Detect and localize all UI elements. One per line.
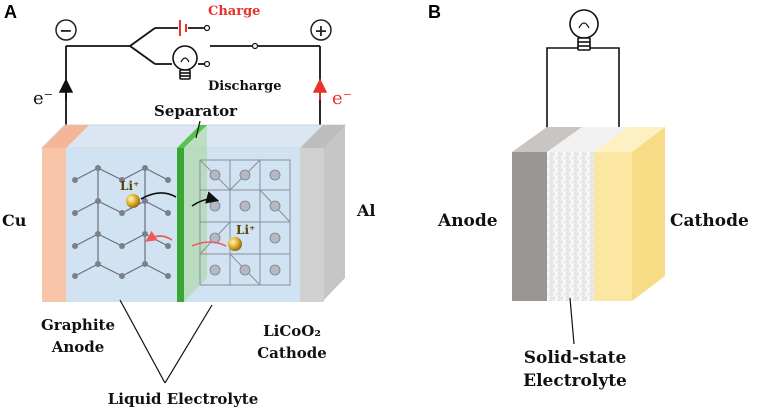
- charge-ion-arrow-continued: [145, 230, 173, 242]
- graphite-atoms: [72, 165, 171, 279]
- discharge-label: Discharge: [208, 79, 282, 94]
- cathode-label: Cathode: [670, 211, 749, 231]
- discharge-ion-arrow: [140, 192, 177, 200]
- charge-label: Charge: [208, 4, 260, 19]
- electron-label-right: e⁻: [332, 88, 352, 109]
- separator: [177, 148, 184, 302]
- cu-collector: [42, 148, 66, 302]
- solid-state-cell: [512, 127, 665, 301]
- electrolyte-leader-lines: [119, 299, 213, 384]
- al-label: Al: [356, 201, 376, 220]
- lightbulb-icon: [172, 45, 198, 80]
- switch-pivot: [251, 42, 259, 50]
- li-ion-cathode-sphere: [228, 237, 242, 251]
- anode-block: [512, 152, 547, 301]
- graphite-label-line2: Anode: [51, 338, 105, 356]
- charge-ion-arrow: [191, 241, 227, 247]
- electron-label-left: e⁻: [33, 88, 53, 109]
- solid-electrolyte-block: [547, 152, 594, 301]
- anode-label: Anode: [437, 211, 498, 231]
- panel-a-letter: A: [4, 2, 17, 22]
- solid-electrolyte-leader: [569, 297, 575, 345]
- graphite-label-line1: Graphite: [41, 316, 115, 334]
- lightbulb-icon-b: [569, 9, 599, 51]
- separator-leader: [195, 120, 201, 139]
- li-ion-cathode-label: Li⁺: [236, 223, 255, 237]
- battery-cell: [40, 124, 347, 302]
- switch-contact-charge: [203, 24, 211, 32]
- solid-electrolyte-label-line1: Solid-state: [524, 348, 627, 368]
- liquid-electrolyte-label: Liquid Electrolyte: [108, 390, 259, 408]
- solid-electrolyte-label-line2: Electrolyte: [523, 371, 627, 391]
- cu-label: Cu: [2, 211, 27, 230]
- li-ion-anode-sphere: [126, 194, 140, 208]
- battery-symbol: [179, 20, 187, 36]
- switch-contact-discharge: [203, 60, 211, 68]
- external-circuit: [65, 27, 321, 140]
- svg-text:+: +: [314, 21, 327, 40]
- cathode-block: [594, 152, 632, 301]
- panel-b-letter: B: [428, 2, 441, 22]
- al-collector: [300, 148, 324, 302]
- svg-text:−: −: [59, 21, 72, 40]
- external-circuit-b: [546, 47, 620, 137]
- discharge-ion-arrow-continued: [191, 191, 220, 207]
- li-ion-anode-label: Li⁺: [120, 179, 139, 193]
- separator-label: Separator: [154, 102, 238, 120]
- licoo2-label-line1: LiCoO₂: [263, 322, 321, 340]
- licoo2-label-line2: Cathode: [257, 344, 327, 362]
- positive-terminal: +: [310, 19, 332, 41]
- negative-terminal: −: [55, 19, 77, 41]
